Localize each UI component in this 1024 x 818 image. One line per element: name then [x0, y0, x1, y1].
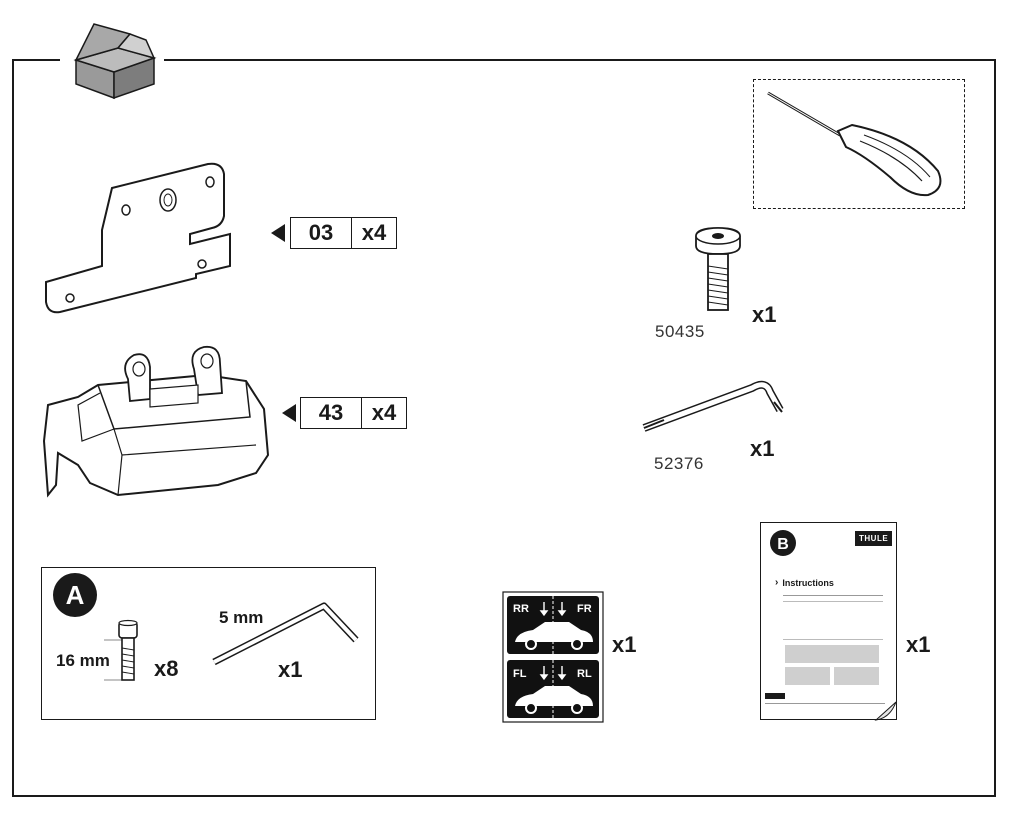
kit-a-hex-size: 5 mm — [219, 608, 264, 627]
manual-brand-logo: THULE — [855, 531, 893, 546]
manual-qty: x1 — [906, 632, 931, 657]
kit-a-screw-qty: x8 — [154, 656, 179, 681]
instruction-manual: B THULE › Instructions — [760, 522, 897, 720]
bracket-part-code: 03 — [291, 218, 352, 248]
foot-part-label: 43 x4 — [300, 397, 407, 429]
manual-image-placeholder — [834, 667, 879, 685]
tool-required-box — [753, 79, 965, 209]
manual-footer-bar — [765, 693, 785, 699]
foot-part-drawing — [42, 345, 270, 498]
kit-a-badge-letter: A — [66, 580, 85, 610]
torx-key-part-number: 52376 — [654, 454, 704, 473]
screw-part-number: 50435 — [655, 322, 705, 341]
sticker-fr: FR — [577, 603, 592, 615]
foot-part-code: 43 — [301, 398, 362, 428]
cap-screw-icon — [104, 619, 138, 681]
hex-key-icon — [212, 602, 359, 666]
kit-a-badge: A — [53, 573, 97, 617]
manual-image-placeholder — [785, 667, 830, 685]
stickers-qty: x1 — [612, 632, 637, 657]
torx-key-qty: x1 — [750, 436, 775, 461]
arrow-left-icon — [282, 404, 296, 422]
bracket-part-qty: x4 — [361, 220, 387, 245]
manual-badge-letter: B — [777, 536, 789, 553]
manual-divider — [765, 703, 885, 704]
chevron-right-icon: › — [775, 577, 779, 588]
car-icon — [515, 622, 593, 714]
manual-divider — [783, 595, 883, 596]
manual-divider — [783, 639, 883, 640]
manual-image-placeholder — [785, 645, 879, 663]
manual-badge: B — [770, 530, 796, 556]
bracket-part-drawing — [45, 162, 231, 314]
position-stickers: RR FR FL RL — [502, 591, 604, 723]
foot-part-qty: x4 — [371, 400, 397, 425]
sticker-fl: FL — [513, 668, 527, 680]
kit-a-hex-qty: x1 — [278, 657, 303, 682]
bracket-part-label: 03 x4 — [290, 217, 397, 249]
manual-heading-text: Instructions — [782, 577, 834, 588]
arrow-left-icon — [271, 224, 285, 242]
diagram-frame — [12, 59, 996, 797]
torx-key-icon — [642, 380, 784, 432]
box-icon — [73, 23, 157, 100]
manual-divider — [783, 601, 883, 602]
manual-heading: › Instructions — [775, 577, 834, 588]
page-curl-icon — [874, 701, 897, 721]
screw-qty: x1 — [752, 302, 777, 327]
sticker-rr: RR — [513, 603, 529, 615]
screw-icon — [695, 227, 741, 311]
kit-a-screw-length: 16 mm — [56, 651, 110, 670]
kit-a-box — [41, 567, 376, 720]
screwdriver-icon — [767, 91, 942, 197]
sticker-rl: RL — [577, 668, 592, 680]
